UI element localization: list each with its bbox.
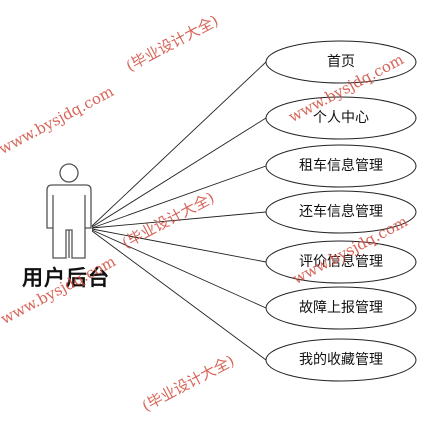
use-case-ellipse-fault: [265, 286, 417, 330]
association-line-home: [91, 61, 267, 227]
use-case-ellipse-review: [265, 240, 417, 284]
actor-figure: [46, 163, 92, 259]
use-case-label-favorites: 我的收藏管理: [299, 352, 383, 368]
use-case-label-personal-center: 个人中心: [313, 110, 369, 126]
use-case-ellipses: [265, 40, 417, 382]
use-case-label-review: 评价信息管理: [299, 254, 383, 270]
use-case-label-return: 还车信息管理: [299, 204, 383, 220]
association-line-fault: [91, 229, 267, 309]
association-lines: [91, 61, 267, 361]
use-case-label-home: 首页: [327, 54, 355, 70]
association-line-rental: [91, 165, 267, 229]
use-case-ellipse-return: [265, 190, 417, 234]
use-case-label-rental: 租车信息管理: [299, 158, 383, 174]
use-case-label-fault: 故障上报管理: [299, 300, 383, 316]
actor-head: [59, 163, 79, 183]
use-case-ellipse-rental: [265, 144, 417, 188]
association-line-return: [91, 211, 267, 229]
use-case-ellipse-favorites: [265, 338, 417, 382]
actor-label: 用户后台: [22, 265, 110, 290]
association-line-personal-center: [91, 117, 267, 228]
use-case-ellipse-home: [265, 40, 417, 84]
association-line-review: [91, 228, 267, 263]
actor-body: [46, 184, 92, 259]
use-case-ellipse-personal-center: [265, 96, 417, 140]
association-line-favorites: [91, 230, 267, 361]
